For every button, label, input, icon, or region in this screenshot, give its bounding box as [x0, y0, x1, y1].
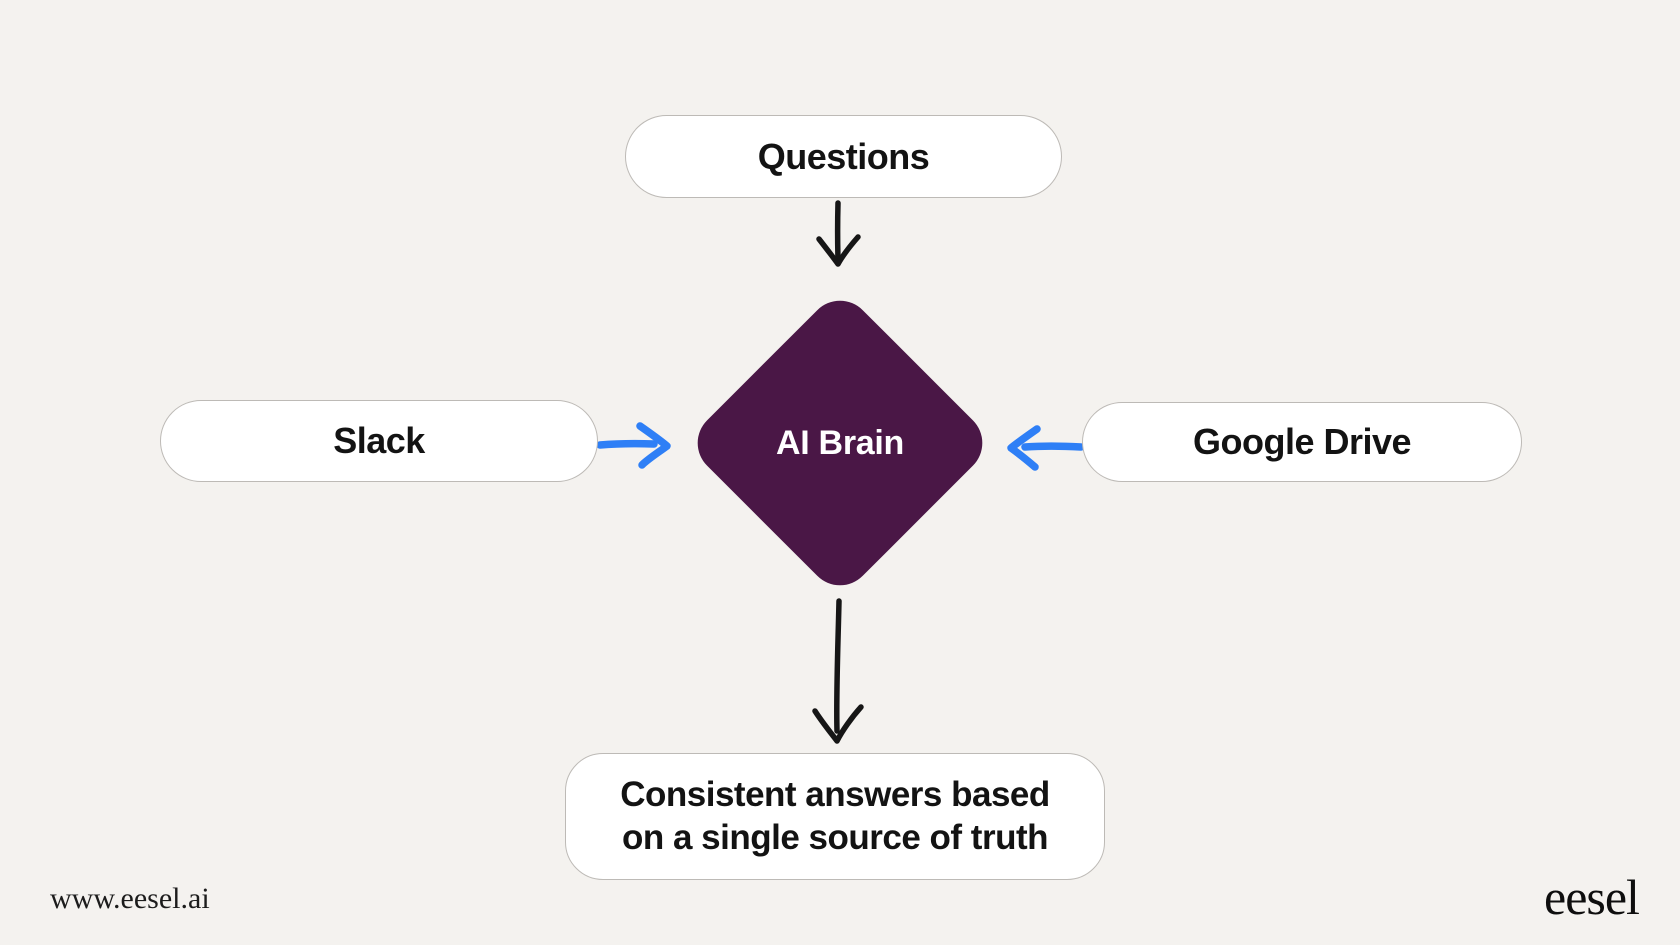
node-google-drive: Google Drive	[1082, 402, 1522, 482]
footer-eesel-logo: eesel	[1544, 869, 1640, 925]
gdrive-to-brain-arrow	[1007, 425, 1085, 471]
node-google-drive-label: Google Drive	[1192, 421, 1412, 462]
footer-website-text: www.eesel.ai	[50, 882, 210, 915]
node-slack-label: Slack	[333, 420, 425, 461]
node-questions-label: Questions	[757, 135, 930, 177]
questions-to-brain-arrow	[816, 200, 861, 267]
brain-to-output-arrow	[812, 598, 864, 744]
node-ai-brain-label: AI Brain	[776, 423, 904, 462]
node-slack: Slack	[160, 400, 598, 482]
node-output: Consistent answers based on a single sou…	[565, 753, 1105, 880]
node-questions: Questions	[625, 115, 1062, 198]
slack-to-brain-arrow	[596, 422, 671, 469]
node-output-line1: Consistent answers based	[620, 774, 1050, 814]
node-output-line2: on a single source of truth	[622, 817, 1048, 857]
